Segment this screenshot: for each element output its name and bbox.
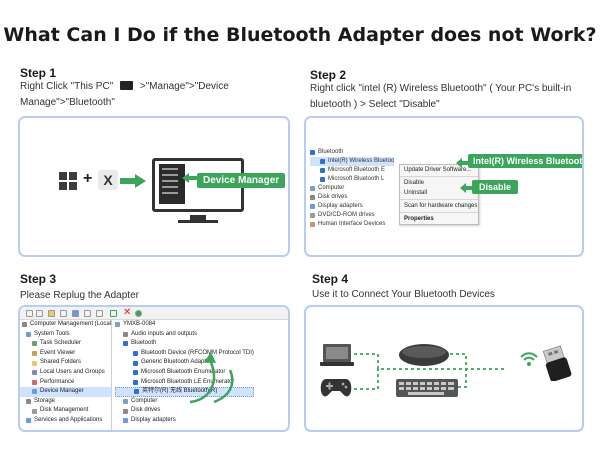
enable-device-icon[interactable] [135, 310, 142, 317]
intel-bluetooth-tag: Intel(R) Wireless Bluetooth [468, 154, 582, 168]
help-icon[interactable] [72, 310, 79, 317]
tree-item[interactable]: Local Users and Groups [20, 368, 111, 378]
monitor-stand [190, 215, 206, 221]
monitor-icon [120, 81, 134, 90]
tree-item-intel-bluetooth[interactable]: Intel(R) Wireless Bluetoo [310, 157, 395, 166]
keyboard-icon [396, 379, 458, 397]
step3-label: Step 3 [20, 272, 57, 286]
menu-item-scan[interactable]: Scan for hardware changes [404, 203, 478, 209]
tree-item[interactable]: YMXB-0084 [115, 320, 254, 330]
arrow-right-icon [120, 174, 146, 188]
tree-item[interactable]: Performance [20, 378, 111, 388]
tree-item-device-manager[interactable]: Device Manager [20, 387, 111, 397]
menu-item-update-driver[interactable]: Update Driver Software... [404, 167, 472, 173]
step1-panel: + X Device Manager [18, 116, 290, 257]
disable-tag: Disable [472, 180, 519, 194]
computer-management-tree: Computer Management (Local System Tools … [20, 320, 112, 430]
tree-item[interactable]: DVD/CD-ROM drives [310, 211, 394, 220]
tree-item[interactable]: Display adapters [310, 202, 394, 211]
menu-item-uninstall[interactable]: Uninstall [404, 190, 428, 196]
update-driver-icon[interactable] [110, 310, 117, 317]
step2-panel: Bluetooth Intel(R) Wireless Bluetoo Micr… [304, 116, 584, 257]
wireless-signal-icon [520, 352, 538, 366]
step1-desc-part2: >"Manage">"Device [139, 81, 229, 92]
bluetooth-adapter-icon [542, 345, 572, 381]
tree-item[interactable]: Bluetooth [115, 339, 254, 349]
toolbar: ✕ [20, 307, 288, 320]
step2-desc-line2: bluetooth ) > Select "Disable" [310, 99, 440, 110]
x-key-icon: X [98, 170, 118, 190]
step2-device-tree: Bluetooth Intel(R) Wireless Bluetoo Micr… [310, 148, 395, 229]
tree-item[interactable]: Human Interface Devices [310, 220, 394, 229]
tree-item[interactable]: Disk drives [310, 193, 394, 202]
plus-sign: + [83, 170, 93, 187]
step3-description: Please Replug the Adapter [20, 290, 139, 301]
tree-item[interactable]: Task Scheduler [20, 339, 111, 349]
reconnect-arrow-icon [189, 352, 234, 404]
laptop-icon [320, 344, 354, 366]
tree-item[interactable]: Bluetooth [310, 148, 394, 157]
menu-item-disable[interactable]: Disable [404, 180, 425, 186]
tree-item[interactable]: Microsoft Bluetooth L [310, 175, 394, 184]
step2-desc-line1: Right click "intel (R) Wireless Bluetoot… [310, 83, 572, 94]
windows-logo-icon [59, 172, 77, 190]
tree-item[interactable]: Audio inputs and outputs [115, 330, 254, 340]
device-manager-tag: Device Manager [197, 173, 286, 188]
page-title: What Can I Do if the Bluetooth Adapter d… [3, 24, 597, 46]
step4-panel [304, 305, 584, 432]
pointer-arrow-icon [460, 183, 474, 193]
tree-item[interactable]: Event Viewer [20, 349, 111, 359]
uninstall-x-icon[interactable]: ✕ [123, 307, 132, 318]
tree-item[interactable]: Computer [115, 397, 254, 407]
menu-item-properties[interactable]: Properties [404, 216, 434, 222]
properties-button[interactable] [84, 310, 91, 317]
pointer-arrow-icon [456, 158, 470, 168]
device-tree: YMXB-0084 Audio inputs and outputs Bluet… [115, 320, 254, 426]
monitor-button[interactable] [96, 310, 103, 317]
step1-desc-part1: Right Click "This PC" [20, 81, 114, 92]
tree-item[interactable]: Computer Management (Local [20, 320, 111, 330]
step1-desc-line2: Manage">"Bluetooth" [20, 97, 115, 108]
pointer-arrow-icon [182, 173, 198, 183]
folder-icon[interactable] [48, 310, 55, 317]
step3-panel: ✕ Computer Management (Local System Tool… [18, 305, 290, 432]
step2-label: Step 2 [310, 68, 347, 82]
mouse-icon [399, 344, 449, 366]
tree-item[interactable]: System Tools [20, 330, 111, 340]
monitor-base [178, 220, 218, 223]
tree-item[interactable]: Microsoft Bluetooth LE Enumerator [115, 378, 254, 388]
gamepad-icon [320, 379, 352, 397]
connection-lines [354, 353, 506, 390]
tree-item[interactable]: Services and Applications [20, 416, 111, 426]
tree-item[interactable]: Display adapters [115, 416, 254, 426]
view-button[interactable] [60, 310, 67, 317]
tree-item[interactable]: Microsoft Bluetooth Enumerator [115, 368, 254, 378]
back-button[interactable] [26, 310, 33, 317]
step1-label: Step 1 [20, 66, 57, 80]
tree-item[interactable]: Disk Management [20, 406, 111, 416]
tree-item[interactable]: Shared Folders [20, 358, 111, 368]
tree-item-intel-bluetooth[interactable]: 英特尔(R) 无线 Bluetooth(R) [115, 387, 254, 397]
step2-description: Right click "intel (R) Wireless Bluetoot… [310, 81, 595, 113]
step1-description: Right Click "This PC" >"Manage">"Device … [20, 79, 290, 111]
tree-item[interactable]: Generic Bluetooth Adapter [115, 358, 254, 368]
step4-label: Step 4 [312, 272, 349, 286]
step4-description: Use it to Connect Your Bluetooth Devices [312, 289, 495, 300]
tree-item[interactable]: Microsoft Bluetooth E [310, 166, 394, 175]
tree-item[interactable]: Bluetooth Device (RFCOMM Protocol TDI) [115, 349, 254, 359]
tree-item[interactable]: Disk drives [115, 406, 254, 416]
tree-item[interactable]: Computer [310, 184, 394, 193]
tree-item[interactable]: Storage [20, 397, 111, 407]
context-menu: Update Driver Software... Disable Uninst… [399, 164, 479, 225]
forward-button[interactable] [36, 310, 43, 317]
